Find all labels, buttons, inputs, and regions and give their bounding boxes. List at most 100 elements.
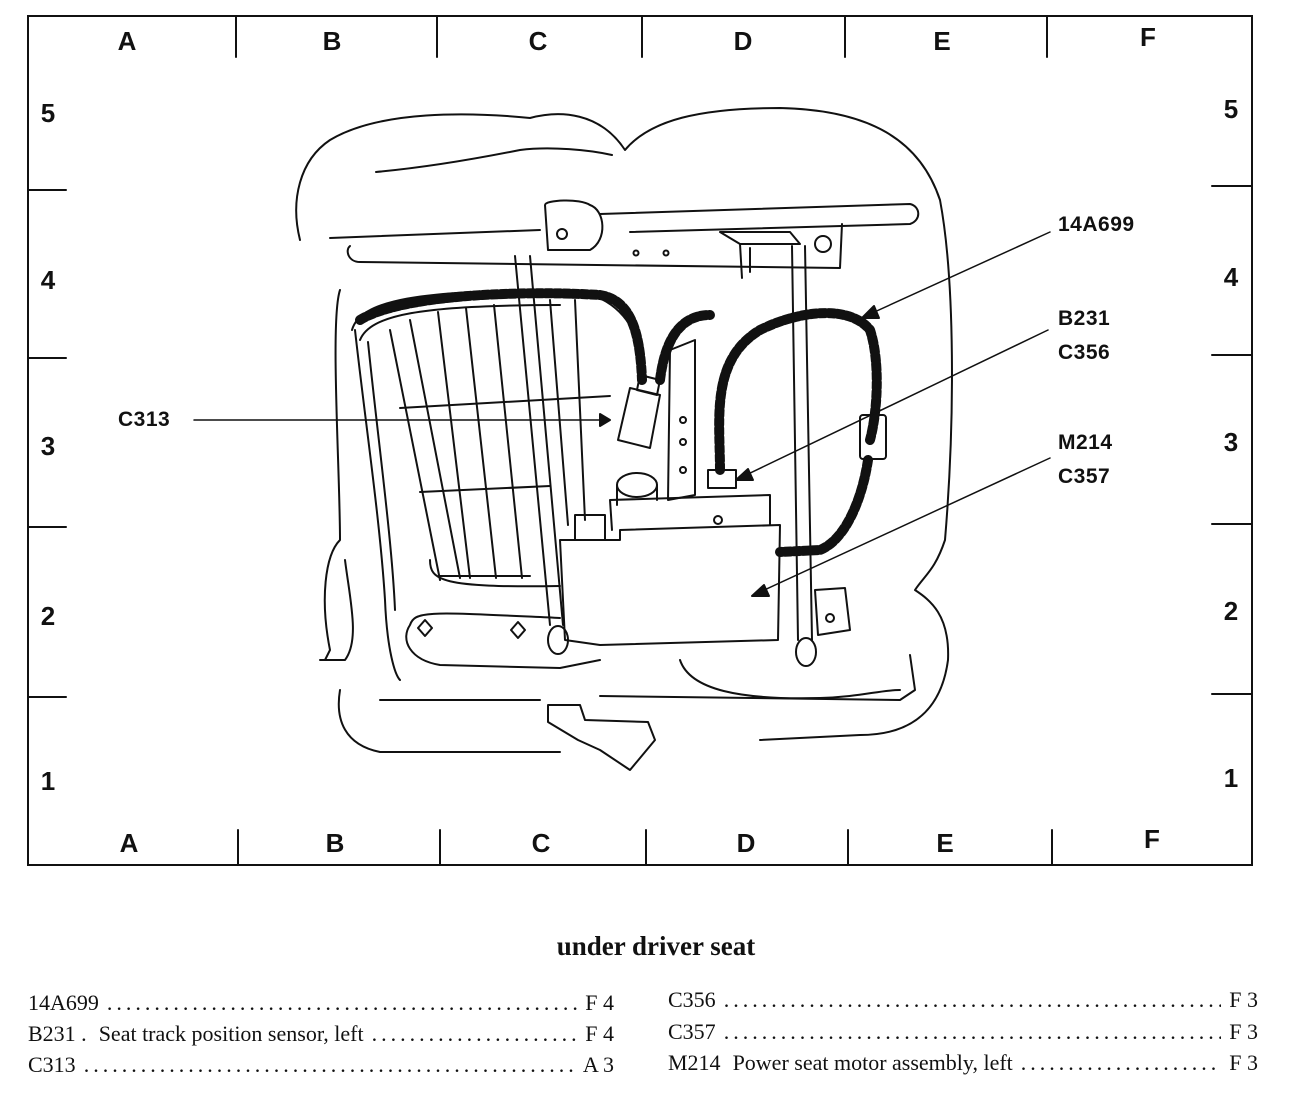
- grid-row-right-5: 5: [1223, 94, 1239, 124]
- callout-14a699: 14A699: [1058, 213, 1135, 236]
- callout-arrow: [599, 413, 611, 427]
- spring-bottom-frame: [405, 612, 601, 669]
- grid-row-right-3: 3: [1223, 427, 1239, 457]
- motor-bracket: [667, 339, 696, 501]
- legend-location: F 4: [585, 1021, 614, 1046]
- grid-col-top-f: F: [1140, 22, 1156, 52]
- right-foot: [814, 587, 851, 636]
- spring-wire-2: [549, 299, 586, 526]
- legend-location: F 4: [585, 990, 614, 1015]
- callout-c357: C357: [1058, 465, 1111, 488]
- grid-col-bottom-d: D: [736, 828, 756, 858]
- grid-col-bottom-e: E: [936, 828, 954, 858]
- grid-col-top-d: D: [733, 26, 753, 56]
- grid-row-right-1: 1: [1223, 763, 1239, 793]
- callout-line-14a699: [869, 231, 1051, 315]
- grid-row-left-1: 1: [40, 766, 56, 796]
- callout-c356: C356: [1058, 341, 1111, 364]
- legend-row: C313 ...................................…: [28, 1052, 614, 1080]
- top-frame-bar: [329, 203, 920, 239]
- left-frame-wire-2: [367, 341, 396, 611]
- legend-row: C356 ...................................…: [668, 987, 1258, 1015]
- top-frame-bar-2: [346, 223, 843, 269]
- front-handle: [547, 704, 656, 771]
- callout-m214: M214: [1058, 431, 1113, 454]
- callout-arrow: [861, 305, 880, 319]
- motor-top: [609, 494, 771, 531]
- callout-arrow: [735, 468, 754, 481]
- grid-col-bottom-c: C: [531, 828, 551, 858]
- bracket-hole: [679, 466, 687, 474]
- latch-pivot: [814, 235, 832, 253]
- seat-bottom-right: [599, 654, 916, 701]
- grid-row-left-3: 3: [40, 431, 56, 461]
- left-frame-wire: [354, 329, 401, 681]
- grid-row-right-2: 2: [1223, 596, 1239, 626]
- legend-code: C313: [28, 1052, 76, 1077]
- grid-col-bottom-b: B: [325, 828, 345, 858]
- legend-row: C357 ...................................…: [668, 1019, 1258, 1047]
- callout-line-m214: [759, 457, 1051, 593]
- bracket-hole: [679, 416, 687, 424]
- callout-arrow: [751, 584, 770, 597]
- bracket-hole: [679, 438, 687, 446]
- callout-line-b231: [743, 329, 1049, 477]
- legend-row: 14A699 .................................…: [28, 990, 614, 1018]
- motor-cap-side: [616, 484, 658, 506]
- legend-description: Seat track position sensor, left: [98, 1021, 364, 1046]
- small-hole: [662, 249, 670, 257]
- callout-c313: C313: [118, 408, 171, 431]
- spring-frame-inner: [359, 304, 561, 341]
- legend-location: F 3: [1229, 1050, 1258, 1075]
- grid-row-left-5: 5: [40, 98, 56, 128]
- motor-cap: [616, 472, 658, 498]
- grid-col-top-c: C: [528, 26, 548, 56]
- spring-wire: [389, 304, 523, 581]
- diagram-caption: under driver seat: [556, 931, 756, 961]
- left-rod: [514, 255, 564, 626]
- grid-col-top-e: E: [933, 26, 951, 56]
- seat-outline: [295, 107, 953, 741]
- legend-leader: ........................................…: [723, 987, 1222, 1012]
- motor-body: [559, 524, 781, 646]
- legend-leader: ........................................…: [1020, 1050, 1221, 1075]
- screw: [417, 619, 433, 637]
- seat-bottom-rail: [337, 689, 561, 753]
- legend-leader: ........................................…: [371, 1021, 578, 1046]
- legend-code: M214: [668, 1050, 721, 1075]
- legend-code: 14A699: [28, 990, 99, 1015]
- legend-location: F 3: [1229, 1019, 1258, 1044]
- screw: [510, 621, 526, 639]
- harness-right: [714, 308, 882, 475]
- small-hole: [632, 249, 640, 257]
- grid-row-left-4: 4: [40, 265, 56, 295]
- rod-end: [795, 637, 817, 667]
- track-latch: [719, 231, 801, 279]
- legend-location: A 3: [582, 1052, 614, 1077]
- connector-c313-pin: [636, 374, 661, 396]
- seat-bottom-inner: [679, 659, 901, 700]
- legend-row: B231 . Seat track position sensor, left …: [28, 1021, 614, 1049]
- legend-leader: ........................................…: [106, 990, 578, 1015]
- motor-gear: [574, 514, 606, 541]
- legend-code: C357: [668, 1019, 716, 1044]
- harness-left: [355, 288, 647, 385]
- legend-leader: ........................................…: [83, 1052, 575, 1077]
- legend-code: C356: [668, 987, 716, 1012]
- harness-right-lower: [775, 455, 873, 557]
- grid-col-bottom-f: F: [1144, 824, 1160, 854]
- seat-lower-left-2: [319, 559, 354, 661]
- harness-connector: [859, 414, 887, 460]
- seat-lower-left: [323, 289, 341, 661]
- callout-b231: B231: [1058, 307, 1111, 330]
- seat-front-edge: [375, 147, 613, 173]
- bracket-hole: [556, 228, 568, 240]
- legend-leader: ........................................…: [723, 1019, 1222, 1044]
- grid-col-top-a: A: [117, 26, 137, 56]
- legend-row: M214 Power seat motor assembly, left ...…: [668, 1050, 1258, 1078]
- track-bracket: [544, 199, 604, 251]
- grid-row-left-2: 2: [40, 601, 56, 631]
- harness-center: [655, 310, 715, 385]
- right-rod: [791, 245, 813, 641]
